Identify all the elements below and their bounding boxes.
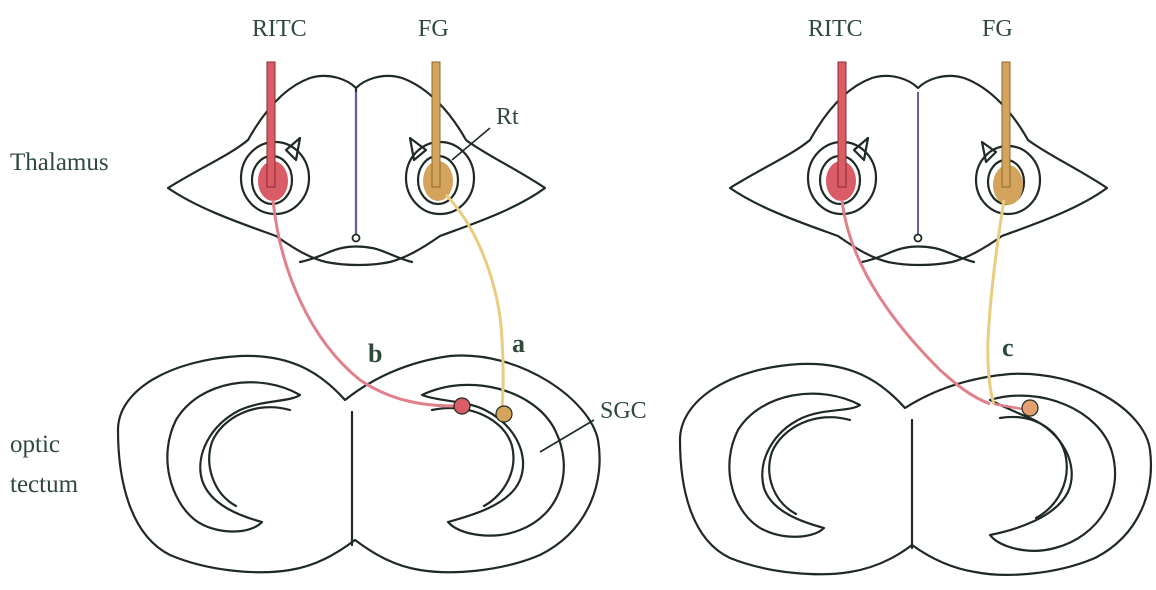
left-tectum-layer-4	[432, 408, 513, 506]
left-panel: RITC FG Rt Thalamus optic tectum SGC a b	[10, 16, 647, 572]
pathway-a	[446, 195, 503, 410]
right-tectum-layer-4	[1000, 417, 1067, 518]
left-rt-nucleus-fold	[410, 138, 426, 160]
left-tectum-layer-1	[167, 382, 300, 531]
left-midline-dot	[353, 235, 360, 242]
left-fg-pipette	[432, 62, 440, 187]
right-ritc-pathway	[842, 200, 990, 404]
rt-pointer	[452, 128, 490, 160]
right-tectum-layer-1	[729, 394, 860, 537]
right-tectum-double-labeled-cell	[1022, 400, 1038, 416]
sgc-label: SGC	[600, 398, 647, 424]
left-ritc-pipette	[267, 62, 275, 187]
left-fg-label: FG	[418, 16, 449, 42]
tectum-label: tectum	[10, 471, 79, 498]
left-tectum-ritc-cell	[454, 398, 470, 414]
left-tectum-outline	[118, 356, 600, 573]
right-midline-dot	[915, 235, 922, 242]
pathway-b	[273, 200, 456, 406]
thalamus-label: Thalamus	[10, 149, 109, 176]
pathway-c	[988, 200, 1004, 404]
pathway-b-label: b	[368, 339, 382, 368]
left-tectum-fg-cell	[496, 406, 512, 422]
right-ritc-pipette	[838, 62, 846, 187]
sgc-pointer	[540, 420, 594, 452]
right-tectum-layer-3	[990, 396, 1115, 551]
pathway-c-label: c	[1002, 333, 1014, 362]
right-fg-label: FG	[982, 16, 1013, 42]
pathway-a-label: a	[512, 329, 525, 358]
left-nucleus-fold	[286, 138, 300, 160]
optic-label: optic	[10, 431, 60, 458]
left-ritc-label: RITC	[252, 16, 307, 42]
right-fg-pipette	[1002, 62, 1010, 187]
right-ritc-label: RITC	[808, 16, 863, 42]
rt-label: Rt	[496, 104, 519, 130]
right-tectum-outline	[680, 364, 1151, 575]
right-panel: RITC FG c	[680, 16, 1151, 575]
